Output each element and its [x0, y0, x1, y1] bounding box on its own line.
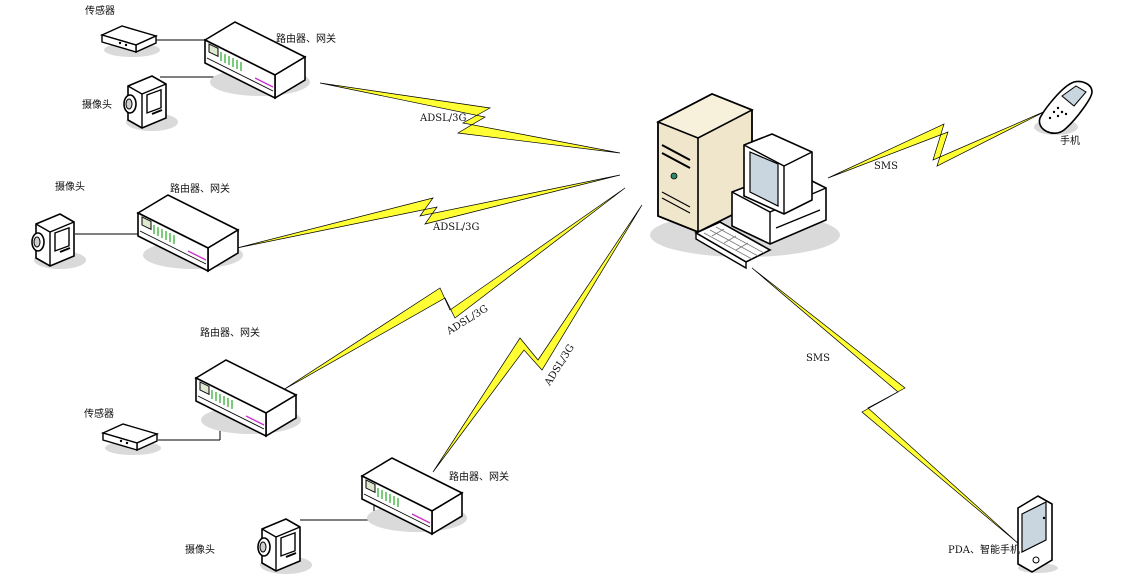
camera-icon [257, 518, 313, 575]
camera-label: 摄像头 [82, 100, 112, 111]
phone-label: 手机 [1060, 136, 1080, 147]
monitor-icon [743, 133, 813, 215]
router-label: 路由器、网关 [449, 472, 509, 483]
sms-label: SMS [806, 353, 830, 364]
server-icon [650, 93, 840, 257]
sms-label: SMS [874, 161, 898, 172]
adsl-link-4 [432, 204, 643, 473]
link-label: ADSL/3G [433, 222, 480, 233]
pda-label: PDA、智能手机 [948, 545, 1020, 556]
adsl-link-2 [236, 174, 621, 249]
camera-icon [123, 75, 179, 132]
sms-link-pda [751, 267, 1021, 546]
camera-label: 摄像头 [185, 545, 215, 556]
pda-icon [1017, 495, 1058, 573]
sensor-icon [102, 423, 162, 456]
sensor-icon [101, 25, 161, 58]
sensor-label: 传感器 [85, 6, 115, 17]
camera-label: 摄像头 [55, 182, 85, 193]
sms-link-phone [827, 109, 1049, 179]
router-label: 路由器、网关 [276, 34, 336, 45]
router-icon [137, 194, 244, 272]
router-icon [195, 359, 302, 437]
sensor-label: 传感器 [84, 409, 114, 420]
mobile-phone-icon [1034, 80, 1093, 135]
link-label: ADSL/3G [420, 113, 467, 124]
router-label: 路由器、网关 [200, 328, 260, 339]
camera-icon [31, 213, 87, 270]
router-label: 路由器、网关 [170, 184, 230, 195]
workstation-icon [694, 133, 827, 270]
keyboard-icon [694, 221, 772, 270]
adsl-link-1 [319, 82, 621, 154]
wired-connections [75, 39, 375, 521]
router-icon [361, 457, 468, 535]
adsl-link-3 [282, 187, 626, 391]
